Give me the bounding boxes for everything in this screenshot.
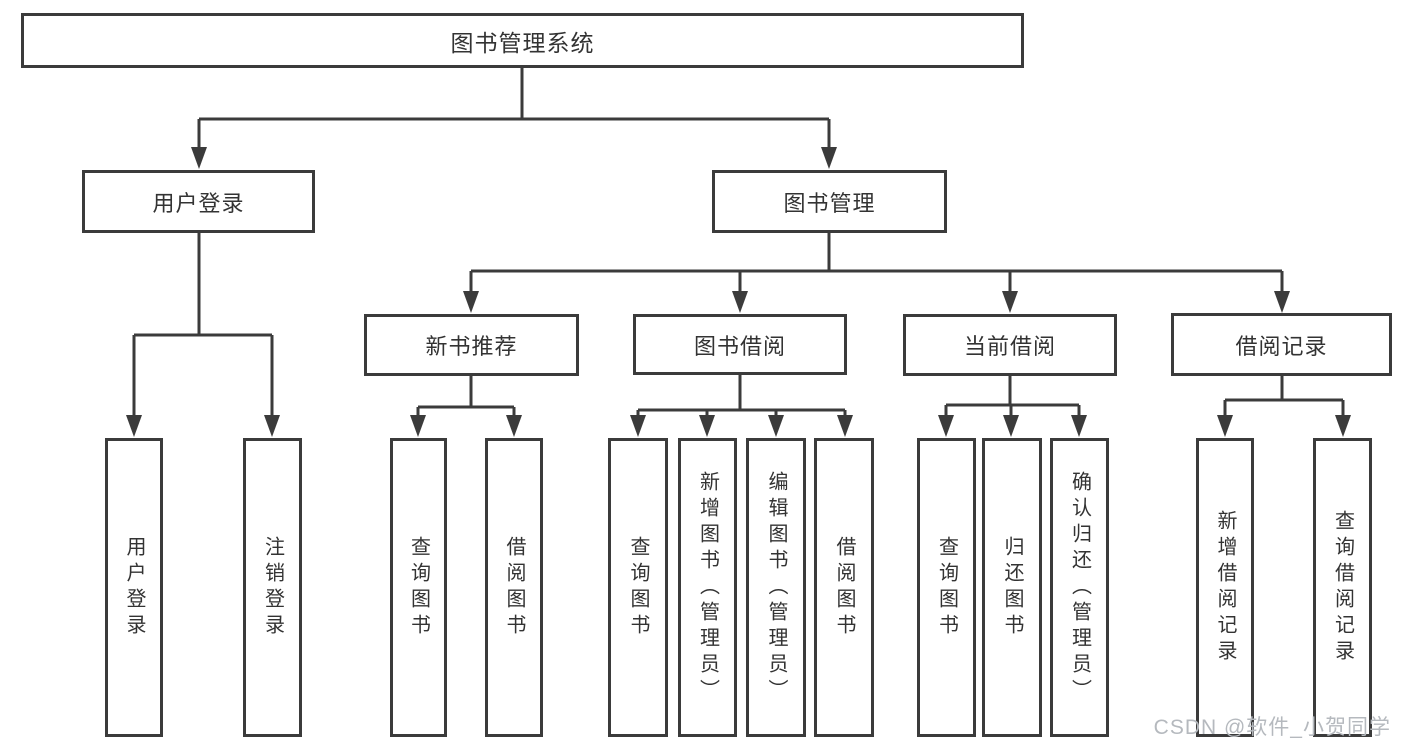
leaf-borrow-books-recommend: 借阅图书	[485, 438, 543, 737]
arrow-down-icon	[699, 415, 715, 437]
leaf-query-books-borrow: 查询图书	[608, 438, 668, 737]
arrow-down-icon	[630, 415, 646, 437]
leaf-add-books-admin: 新增图书（管理员）	[678, 438, 737, 737]
arrow-down-icon	[1335, 415, 1351, 437]
arrow-down-icon	[837, 415, 853, 437]
leaf-confirm-return-admin: 确认归还（管理员）	[1050, 438, 1109, 737]
leaf-return-books: 归还图书	[982, 438, 1042, 737]
csdn-watermark: CSDN @软件_小贺同学	[1153, 716, 1391, 739]
arrow-down-icon	[1071, 415, 1087, 437]
arrow-down-icon	[264, 415, 280, 437]
node-borrow-record: 借阅记录	[1171, 313, 1392, 376]
leaf-query-books-recommend: 查询图书	[390, 438, 447, 737]
arrow-down-icon	[938, 415, 954, 437]
arrow-down-icon	[768, 415, 784, 437]
arrow-down-icon	[506, 415, 522, 437]
leaf-user-login: 用户登录	[105, 438, 163, 737]
leaf-query-borrow-record: 查询借阅记录	[1313, 438, 1372, 737]
arrow-down-icon	[821, 147, 837, 169]
connector-segments	[132, 68, 1345, 417]
leaf-edit-books-admin: 编辑图书（管理员）	[746, 438, 806, 737]
arrow-down-icon	[1003, 415, 1019, 437]
node-user-login: 用户登录	[82, 170, 315, 233]
leaf-query-books-current: 查询图书	[917, 438, 976, 737]
leaf-borrow-books: 借阅图书	[814, 438, 874, 737]
arrow-down-icon	[1002, 291, 1018, 313]
arrow-down-icon	[126, 415, 142, 437]
arrow-down-icon	[732, 291, 748, 313]
node-current-borrow: 当前借阅	[903, 314, 1117, 376]
arrow-down-icon	[191, 147, 207, 169]
node-book-management: 图书管理	[712, 170, 947, 233]
leaf-add-borrow-record: 新增借阅记录	[1196, 438, 1254, 737]
arrow-down-icon	[1274, 291, 1290, 313]
arrow-down-icon	[463, 291, 479, 313]
node-new-book-recommend: 新书推荐	[364, 314, 579, 376]
node-book-borrow: 图书借阅	[633, 314, 847, 375]
arrow-down-icon	[1217, 415, 1233, 437]
arrowhead-icons	[126, 147, 1351, 437]
node-library-management-system: 图书管理系统	[21, 13, 1024, 68]
arrow-down-icon	[410, 415, 426, 437]
leaf-logout: 注销登录	[243, 438, 302, 737]
